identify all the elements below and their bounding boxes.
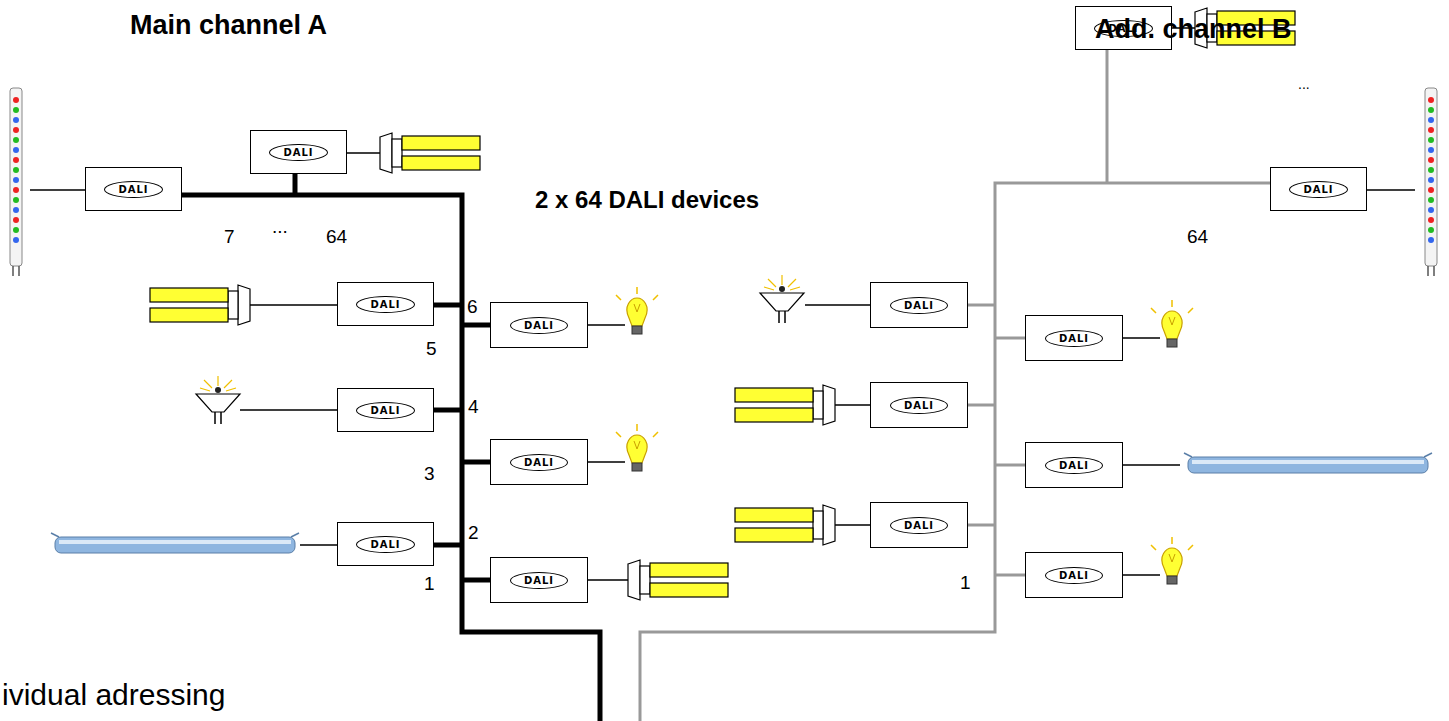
dali-box: DALI [1025,552,1123,598]
callout-number: 64 [1187,226,1208,248]
dali-box: DALI [490,439,588,485]
callout-number: 7 [224,226,235,248]
dali-box: DALI [870,502,968,548]
lamp-wire [30,28,1415,580]
dali-badge: DALI [510,572,568,589]
dali-badge: DALI [356,536,414,553]
heading-label: Main channel A [130,10,327,41]
heading-label: Add. channel B [1095,14,1292,45]
dali-box: DALI [85,167,182,211]
dali-badge: DALI [890,397,948,414]
dali-box: DALI [1025,442,1123,488]
heading-label: 2 x 64 DALI devices [535,186,759,214]
dali-badge: DALI [1045,330,1103,347]
callout-number: ... [272,216,288,238]
dali-badge: DALI [104,181,162,198]
dali-box: DALI [337,388,434,432]
dali-box: DALI [870,282,968,328]
dali-badge: DALI [1045,457,1103,474]
dali-badge: DALI [510,454,568,471]
callout-number: 3 [424,463,435,485]
dali-box: DALI [490,557,588,603]
dali-badge: DALI [1045,567,1103,584]
dali-badge: DALI [890,517,948,534]
dali-box: DALI [337,282,434,326]
dali-badge: DALI [890,297,948,314]
dali-box: DALI [490,302,588,348]
dali-badge: DALI [356,402,414,419]
callout-number: ividual adressing [2,678,225,712]
dali-badge: DALI [510,317,568,334]
callout-number: 6 [467,296,478,318]
callout-number: 4 [468,396,479,418]
callout-number: 1 [424,573,435,595]
bus-b [640,50,1270,721]
dali-box: DALI [1270,167,1367,211]
dali-box: DALI [250,130,347,174]
callout-number: 1 [960,572,971,594]
dali-badge: DALI [269,144,327,161]
dali-box: DALI [1025,315,1123,361]
dali-badge: DALI [356,296,414,313]
callout-number: 64 [326,226,347,248]
dali-box: DALI [337,522,434,566]
bus-a [182,153,600,721]
callout-number: 2 [468,522,479,544]
dali-box: DALI [870,382,968,428]
callout-number: 5 [426,338,437,360]
callout-number: ... [1298,76,1310,92]
dali-badge: DALI [1289,181,1347,198]
